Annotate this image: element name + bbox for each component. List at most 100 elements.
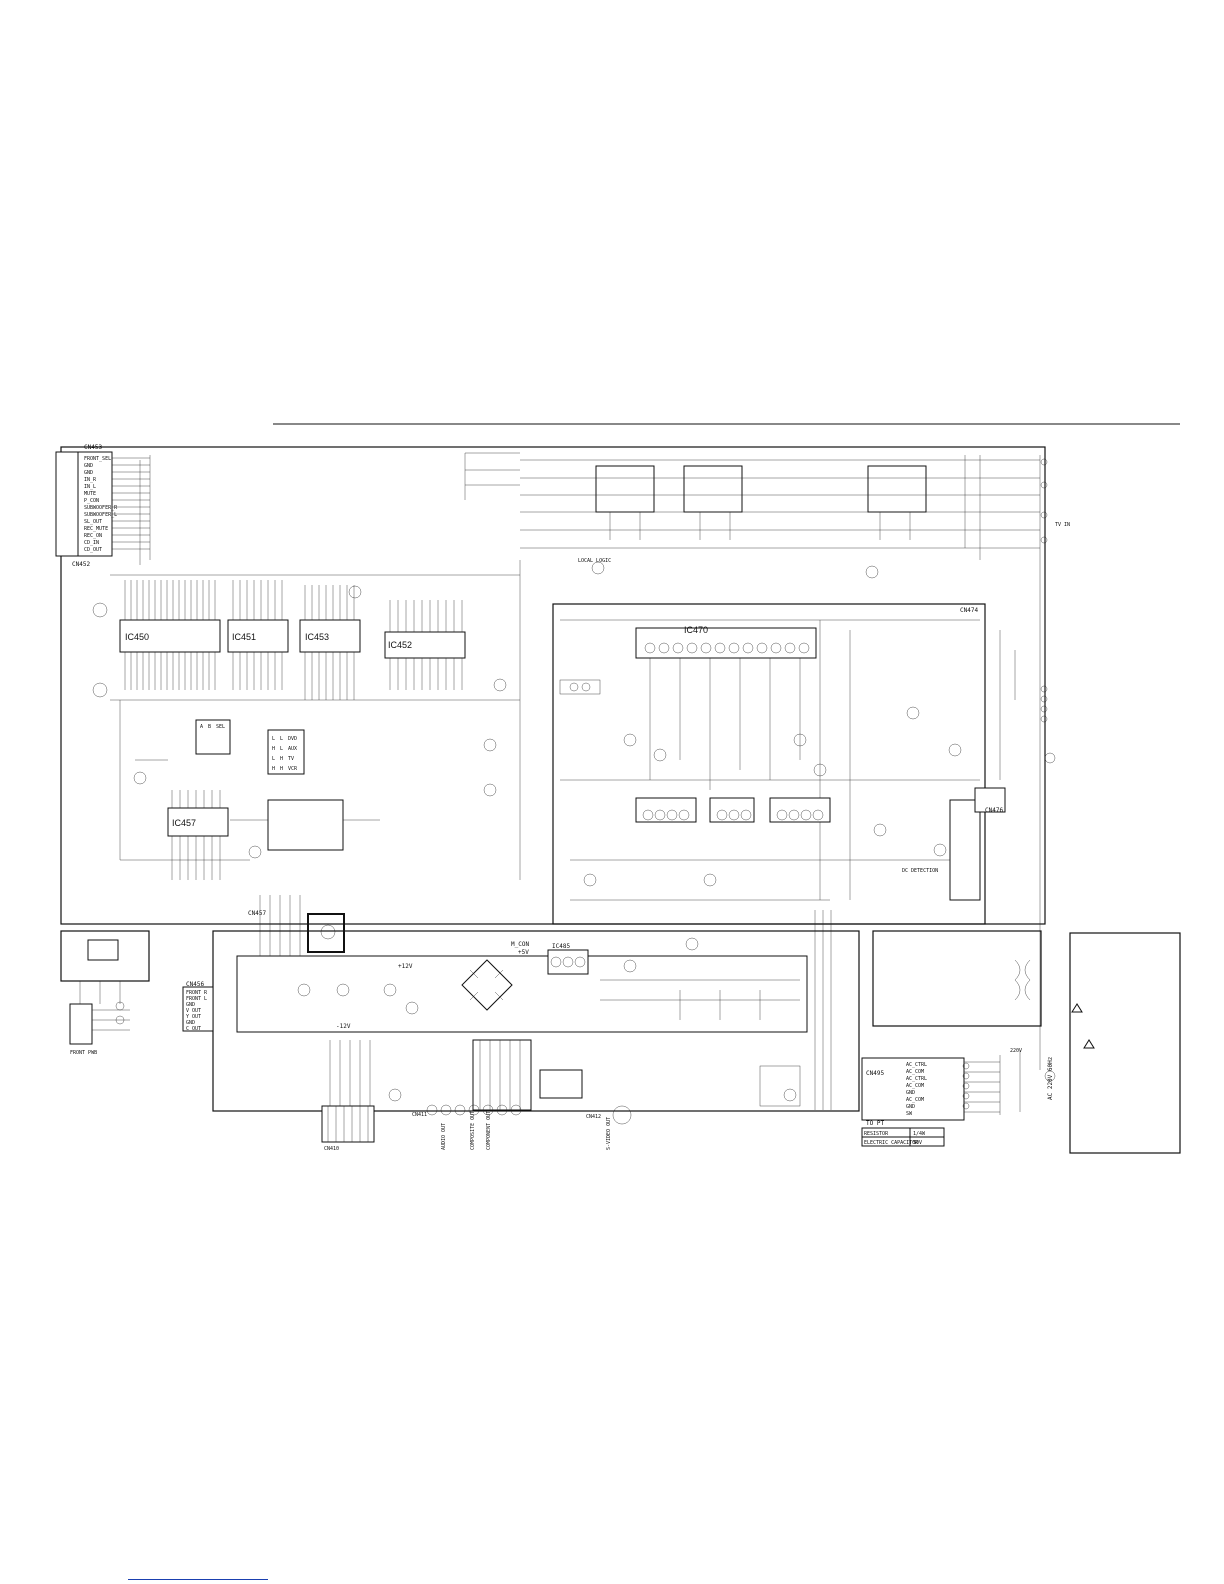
voltage-label: 220V bbox=[1010, 1048, 1022, 1054]
ic457-label: IC457 bbox=[172, 818, 196, 828]
cn456-pin: C OUT bbox=[186, 1026, 201, 1032]
cn452-label: CN452 bbox=[72, 561, 90, 568]
ic452-chip bbox=[384, 631, 466, 659]
cn495-pin: GND bbox=[906, 1104, 915, 1110]
ic470-chip bbox=[635, 627, 817, 659]
ic485-chip bbox=[547, 949, 589, 975]
dc-detection-label: DC DETECTION bbox=[902, 868, 938, 874]
cn456-pin: GND bbox=[186, 1002, 195, 1008]
ic470-label: IC470 bbox=[684, 625, 708, 635]
cn457-label: CN457 bbox=[248, 910, 266, 917]
cn495-pin-list: AC_CTRL AC_COM AC_CTRL AC_COM GND AC_COM… bbox=[906, 1062, 927, 1117]
cn495-connector bbox=[861, 1057, 965, 1121]
ic450-chip bbox=[119, 619, 221, 653]
ic450-label: IC450 bbox=[125, 632, 149, 642]
m5v-label: +5V bbox=[518, 949, 529, 956]
cn410-label: CN410 bbox=[324, 1146, 339, 1152]
truth-table-cell: DVD bbox=[288, 736, 297, 742]
cn495-pin: SW bbox=[906, 1111, 913, 1117]
truth-table-cell: H bbox=[272, 766, 275, 772]
ic451-chip bbox=[227, 619, 289, 653]
cn453-pin: CD_OUT bbox=[84, 547, 102, 553]
truth-table-cell: H bbox=[272, 746, 275, 752]
power-supply-section: CN495 AC_CTRL AC_COM AC_CTRL AC_COM GND … bbox=[861, 930, 1056, 1147]
component-out-label: COMPONENT OUT bbox=[486, 1111, 492, 1150]
truth-table-cell: TV bbox=[288, 756, 294, 762]
svideo-out-label: S-VIDEO OUT bbox=[606, 1117, 612, 1150]
ic453-label: IC453 bbox=[305, 632, 329, 642]
cn453-pin-list: FRONT_SEL GND GND IN_R IN_L MUTE P_CON S… bbox=[84, 456, 118, 553]
cn456-connector bbox=[182, 986, 214, 1032]
ac-main-label: AC 220V 60Hz bbox=[1047, 1056, 1054, 1100]
truth-table-cell: L bbox=[280, 746, 283, 752]
cn456-pin: GND bbox=[186, 1020, 195, 1026]
cn495-pin: AC_CTRL bbox=[906, 1076, 927, 1082]
plus12-label: +12V bbox=[398, 963, 413, 970]
footer-link-underline[interactable] bbox=[128, 1579, 268, 1580]
to-pt-label: TO PT bbox=[866, 1120, 884, 1127]
cn453-pin: MUTE bbox=[84, 491, 96, 497]
cn453-pin: P_CON bbox=[84, 498, 99, 504]
output-jack-labels: AUDIO OUT COMPOSITE OUT COMPONENT OUT S-… bbox=[441, 1111, 612, 1150]
cn495-pin: AC_COM bbox=[906, 1083, 924, 1089]
cn495-label: CN495 bbox=[866, 1070, 884, 1077]
truth-table-cell: L bbox=[272, 756, 275, 762]
power-video-board: CN456 FRONT R FRONT L GND V OUT Y OUT GN… bbox=[182, 895, 860, 1152]
truth-table-cell: AUX bbox=[288, 746, 297, 752]
truth-table-cell: H bbox=[280, 766, 283, 772]
cn456-label: CN456 bbox=[186, 981, 204, 988]
tv-in-label: TV IN bbox=[1055, 522, 1070, 528]
cn412-label: CN412 bbox=[586, 1114, 601, 1120]
ic452-label: IC452 bbox=[388, 640, 412, 650]
main-amp-board: IC470 DC DETECTION bbox=[552, 560, 1056, 935]
cn453-pin: CD_IN bbox=[84, 540, 99, 546]
cn495-pin: AC_COM bbox=[906, 1069, 924, 1075]
cn453-pin: GND bbox=[84, 463, 93, 469]
legend-capacitor-unit: 50V bbox=[913, 1140, 922, 1146]
truth-table-cell: H bbox=[280, 756, 283, 762]
composite-out-label: COMPOSITE OUT bbox=[470, 1111, 476, 1150]
cn453-pin: IN_R bbox=[84, 477, 97, 483]
cn495-pin: AC_COM bbox=[906, 1097, 924, 1103]
mcon-label: M_CON bbox=[511, 941, 529, 948]
cn453-pin: REC_ON bbox=[84, 533, 102, 539]
truth-table-cell: SEL bbox=[216, 724, 225, 730]
front-panel-board: FRONT PWB bbox=[60, 930, 150, 1056]
bridge-rectifier bbox=[461, 959, 513, 1011]
warning-triangle-icon bbox=[1071, 1003, 1083, 1013]
cn495-pin: AC_CTRL bbox=[906, 1062, 927, 1068]
cn453-label: CN453 bbox=[84, 444, 102, 451]
cn456-pin-list: FRONT R FRONT L GND V OUT Y OUT GND C OU… bbox=[186, 990, 208, 1032]
cn456-pin: FRONT R bbox=[186, 990, 208, 996]
ic485-label: IC485 bbox=[552, 943, 570, 950]
truth-table-cell: VCR bbox=[288, 766, 298, 772]
front-pwb-label: FRONT PWB bbox=[70, 1050, 97, 1056]
ic453-chip bbox=[299, 619, 361, 653]
cn456-pin: Y OUT bbox=[186, 1014, 201, 1020]
cn456-pin: FRONT L bbox=[186, 996, 207, 1002]
ic451-label: IC451 bbox=[232, 632, 256, 642]
selector-truth-table: A B SEL L L DVD H L AUX L H TV H H VCR bbox=[195, 719, 305, 775]
truth-table-cell: L bbox=[280, 736, 283, 742]
minus12-label: -12V bbox=[336, 1023, 351, 1030]
cn411-label: CN411 bbox=[412, 1112, 427, 1118]
cn453-pin: SUBWOOFER_R bbox=[84, 505, 118, 511]
truth-table-cell: B bbox=[208, 724, 211, 730]
cn453-connector bbox=[55, 451, 79, 557]
truth-table-cell: A bbox=[200, 724, 203, 730]
ic457-chip bbox=[167, 807, 229, 837]
cn453-pin: REC_MUTE bbox=[84, 526, 108, 532]
cn453-pin: SL_OUT bbox=[84, 519, 102, 525]
cn453-pin: FRONT_SEL bbox=[84, 456, 111, 462]
cn476-label: CN476 bbox=[985, 807, 1003, 814]
cn453-pin: SUBWOOFER_L bbox=[84, 512, 117, 518]
warning-triangle-icon bbox=[1083, 1039, 1095, 1049]
audio-out-label: AUDIO OUT bbox=[441, 1123, 447, 1150]
legend-resistor: RESISTOR bbox=[864, 1131, 889, 1137]
local-logic-label: LOCAL LOGIC bbox=[578, 558, 611, 564]
audio-selector-board: FRONT_SEL GND GND IN_R IN_L MUTE P_CON S… bbox=[55, 444, 1070, 925]
cn495-pin: GND bbox=[906, 1090, 915, 1096]
cn453-pin: IN_L bbox=[84, 484, 96, 490]
truth-table-cell: L bbox=[272, 736, 275, 742]
